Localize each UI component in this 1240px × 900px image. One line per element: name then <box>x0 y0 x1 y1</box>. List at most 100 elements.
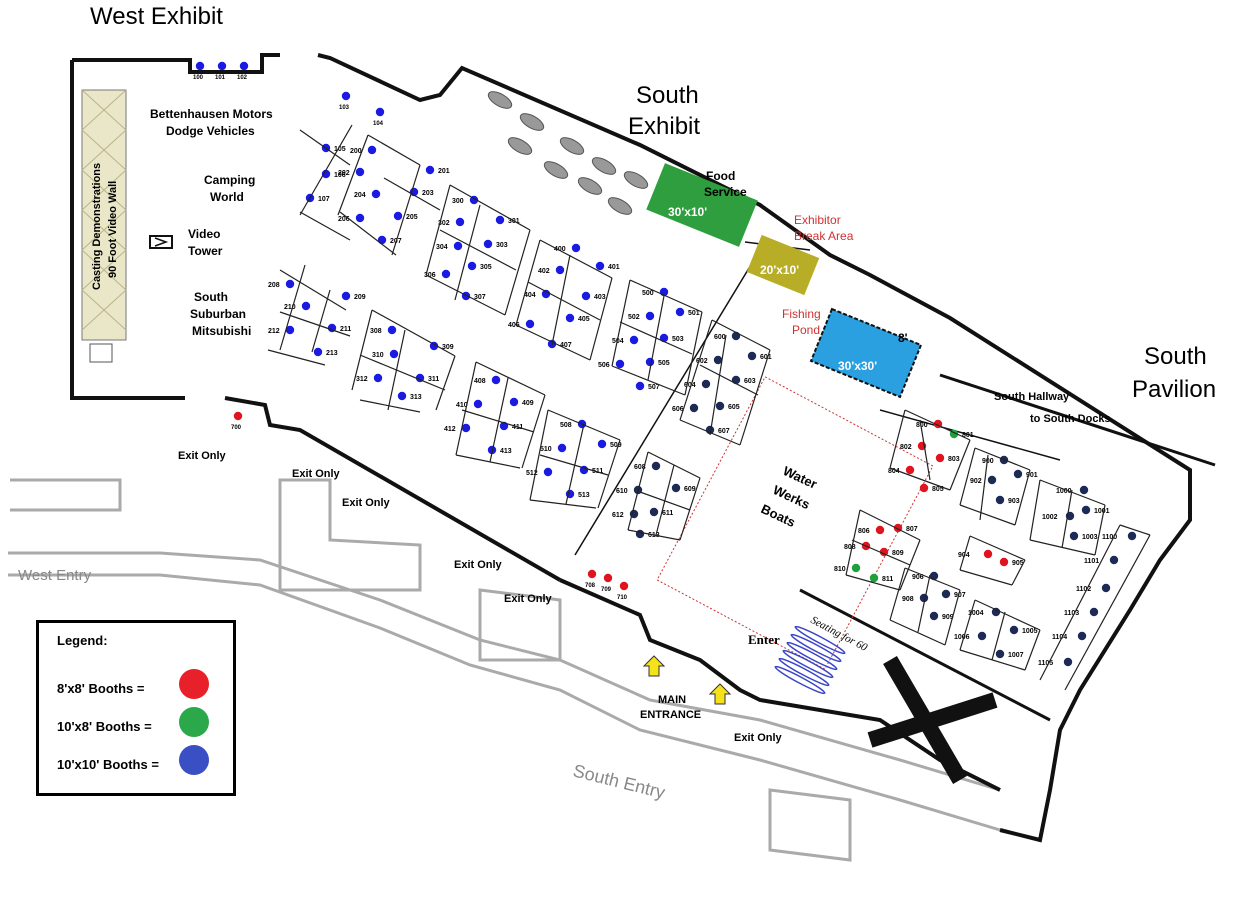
booth-208-marker[interactable] <box>285 279 295 289</box>
booth-divider-line <box>279 269 347 311</box>
booth-700-marker[interactable] <box>233 411 243 421</box>
booth-301-marker[interactable] <box>495 215 505 225</box>
booth-405-marker[interactable] <box>565 313 575 323</box>
booth-1006-marker[interactable] <box>977 631 987 641</box>
booth-904-marker[interactable] <box>983 549 993 559</box>
booth-608-marker[interactable] <box>651 461 661 471</box>
booth-207-marker[interactable] <box>377 235 387 245</box>
booth-412-marker[interactable] <box>461 423 471 433</box>
booth-306-marker[interactable] <box>441 269 451 279</box>
booth-803-marker[interactable] <box>935 453 945 463</box>
booth-708-marker[interactable] <box>587 569 597 579</box>
booth-divider-line <box>991 611 1006 661</box>
booth-312-label: 312 <box>356 376 368 383</box>
booth-502-marker[interactable] <box>645 311 655 321</box>
booth-101-marker[interactable] <box>217 61 227 71</box>
booth-408-marker[interactable] <box>491 375 501 385</box>
booth-805-marker[interactable] <box>919 483 929 493</box>
booth-609-marker[interactable] <box>671 483 681 493</box>
booth-305-marker[interactable] <box>467 261 477 271</box>
booth-1001-marker[interactable] <box>1081 505 1091 515</box>
booth-1105-marker[interactable] <box>1063 657 1073 667</box>
booth-509-marker[interactable] <box>597 439 607 449</box>
booth-303-marker[interactable] <box>483 239 493 249</box>
pond-gap-label: 8' <box>898 331 908 345</box>
booth-200-marker[interactable] <box>367 145 377 155</box>
booth-901-marker[interactable] <box>1013 469 1023 479</box>
booth-1000-marker[interactable] <box>1079 485 1089 495</box>
booth-603-marker[interactable] <box>731 375 741 385</box>
booth-512-marker[interactable] <box>543 467 553 477</box>
booth-501-marker[interactable] <box>675 307 685 317</box>
booth-404-marker[interactable] <box>541 289 551 299</box>
booth-1005-marker[interactable] <box>1009 625 1019 635</box>
booth-410-marker[interactable] <box>473 399 483 409</box>
booth-709-marker[interactable] <box>603 573 613 583</box>
booth-905-marker[interactable] <box>999 557 1009 567</box>
booth-106-marker[interactable] <box>321 169 331 179</box>
booth-213-marker[interactable] <box>313 347 323 357</box>
booth-304-marker[interactable] <box>453 241 463 251</box>
booth-209-marker[interactable] <box>341 291 351 301</box>
booth-1103-marker[interactable] <box>1089 607 1099 617</box>
booth-903-marker[interactable] <box>995 495 1005 505</box>
booth-313-marker[interactable] <box>397 391 407 401</box>
booth-504-marker[interactable] <box>629 335 639 345</box>
booth-205-marker[interactable] <box>393 211 403 221</box>
booth-403-marker[interactable] <box>581 291 591 301</box>
booth-1007-marker[interactable] <box>995 649 1005 659</box>
booth-605-marker[interactable] <box>715 401 725 411</box>
booth-710-label: 710 <box>617 595 628 601</box>
booth-613-marker[interactable] <box>635 529 645 539</box>
booth-710-marker[interactable] <box>619 581 629 591</box>
booth-307-marker[interactable] <box>461 291 471 301</box>
booth-907-marker[interactable] <box>941 589 951 599</box>
booth-103-marker[interactable] <box>341 91 351 101</box>
booth-212-marker[interactable] <box>285 325 295 335</box>
booth-1102-marker[interactable] <box>1101 583 1111 593</box>
booth-1104-marker[interactable] <box>1077 631 1087 641</box>
booth-804-marker[interactable] <box>905 465 915 475</box>
booth-507-marker[interactable] <box>635 381 645 391</box>
booth-1100-marker[interactable] <box>1127 531 1137 541</box>
booth-206-marker[interactable] <box>355 213 365 223</box>
booth-312-marker[interactable] <box>373 373 383 383</box>
booth-409-marker[interactable] <box>509 397 519 407</box>
booth-510-marker[interactable] <box>557 443 567 453</box>
booth-406-marker[interactable] <box>525 319 535 329</box>
booth-1004-marker[interactable] <box>991 607 1001 617</box>
booth-310-marker[interactable] <box>389 349 399 359</box>
booth-100-marker[interactable] <box>195 61 205 71</box>
booth-902-marker[interactable] <box>987 475 997 485</box>
booth-102-marker[interactable] <box>239 61 249 71</box>
booth-302-marker[interactable] <box>455 217 465 227</box>
booth-402-marker[interactable] <box>555 265 565 275</box>
booth-506-marker[interactable] <box>615 359 625 369</box>
booth-divider-line <box>1064 534 1151 691</box>
booth-210-marker[interactable] <box>301 301 311 311</box>
booth-611-marker[interactable] <box>649 507 659 517</box>
booth-400-marker[interactable] <box>571 243 581 253</box>
booth-606-marker[interactable] <box>689 403 699 413</box>
booth-308-marker[interactable] <box>387 325 397 335</box>
booth-401-marker[interactable] <box>595 261 605 271</box>
booth-602-marker[interactable] <box>713 355 723 365</box>
booth-906-label: 906 <box>912 574 924 581</box>
booth-1101-marker[interactable] <box>1109 555 1119 565</box>
booth-202-marker[interactable] <box>355 167 365 177</box>
booth-811-marker[interactable] <box>869 573 879 583</box>
booth-1003-marker[interactable] <box>1069 531 1079 541</box>
booth-906-marker[interactable] <box>929 571 939 581</box>
booth-309-marker[interactable] <box>429 341 439 351</box>
booth-909-marker[interactable] <box>929 611 939 621</box>
booth-1103-label: 1103 <box>1064 610 1079 617</box>
booth-810-marker[interactable] <box>851 563 861 573</box>
booth-604-marker[interactable] <box>701 379 711 389</box>
booth-601-marker[interactable] <box>747 351 757 361</box>
booth-908-label: 908 <box>902 596 914 603</box>
booth-505-marker[interactable] <box>645 357 655 367</box>
booth-201-marker[interactable] <box>425 165 435 175</box>
booth-104-marker[interactable] <box>375 107 385 117</box>
booth-204-marker[interactable] <box>371 189 381 199</box>
booth-806-marker[interactable] <box>875 525 885 535</box>
